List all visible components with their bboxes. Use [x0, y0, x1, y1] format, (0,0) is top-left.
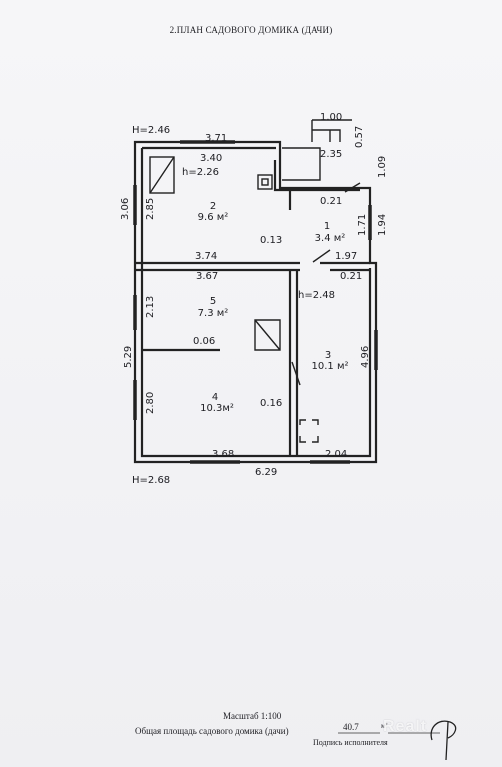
room-number: 1	[324, 221, 330, 232]
total-area-value: 40.7	[343, 722, 359, 732]
dim-label: 3.06	[120, 198, 131, 220]
dim-label: 0.06	[193, 336, 215, 347]
porch-steps	[311, 119, 352, 142]
wall-line	[320, 261, 370, 272]
room-number: 3	[325, 350, 331, 361]
dim-label: 2.04	[325, 449, 347, 460]
dim-label: 2.80	[145, 392, 156, 414]
watermark-logo: Realt	[383, 718, 428, 735]
dim-label: 1.09	[377, 156, 388, 178]
dim-label: 2.35	[320, 149, 342, 160]
room-number: 4	[212, 392, 218, 403]
dim-label: 2.13	[145, 296, 156, 318]
room-area: 10.3м²	[200, 403, 234, 414]
dim-label: 5.29	[123, 346, 134, 368]
total-area-label: Общая площадь садового домика (дачи)	[135, 726, 289, 736]
dim-label: 0.21	[340, 271, 362, 282]
document-title: 2.ПЛАН САДОВОГО ДОМИКА (ДАЧИ)	[169, 25, 333, 35]
stove-icon	[149, 156, 175, 194]
stove-icon	[149, 156, 175, 194]
vestibule-wall	[282, 147, 321, 181]
signature-icon	[430, 720, 457, 761]
wall-line	[288, 270, 299, 456]
dim-label: 1.97	[335, 251, 357, 262]
room-number: 5	[210, 296, 216, 307]
chimney-icon	[257, 174, 273, 190]
wall-line	[273, 160, 360, 210]
column-icon	[299, 419, 319, 443]
height-bottom: H=2.68	[132, 475, 170, 486]
dim-label: 0.16	[260, 398, 282, 409]
chimney-icon	[261, 178, 269, 186]
door-swing	[312, 249, 331, 263]
stairs-icon	[254, 319, 281, 351]
dim-label: 2.85	[145, 198, 156, 220]
room-height: h=2.26	[182, 167, 219, 178]
room-area: 10.1 м²	[312, 361, 349, 372]
dim-label: 1.94	[377, 214, 388, 236]
dim-label: 0.21	[320, 196, 342, 207]
dim-label: 6.29	[255, 467, 277, 478]
dim-label: 1.71	[357, 214, 368, 236]
dim-label: 3.71	[205, 133, 227, 144]
wall-line	[135, 261, 300, 272]
room-area: 3.4 м²	[315, 233, 346, 244]
dim-label: 1.00	[320, 112, 342, 123]
area-unit: м²	[381, 722, 388, 730]
dim-label: 3.74	[195, 251, 217, 262]
room-number: 2	[210, 201, 216, 212]
dim-label: 0.57	[354, 126, 365, 148]
wall-line	[140, 148, 372, 458]
height-top: H=2.46	[132, 125, 170, 136]
room-area: 9.6 м²	[198, 212, 229, 223]
dim-label: 0.13	[260, 235, 282, 246]
dim-label: 3.40	[200, 153, 222, 164]
room-height: h=2.48	[298, 290, 335, 301]
signature-label: Подпись исполнителя	[313, 738, 388, 747]
dim-label: 3.67	[196, 271, 218, 282]
door-swing	[344, 182, 361, 193]
dim-label: 4.96	[360, 346, 371, 368]
room-area: 7.3 м²	[198, 308, 229, 319]
door-swing	[291, 361, 301, 386]
dim-label: 3.68	[212, 449, 234, 460]
scale-label: Масштаб 1:100	[223, 711, 282, 721]
